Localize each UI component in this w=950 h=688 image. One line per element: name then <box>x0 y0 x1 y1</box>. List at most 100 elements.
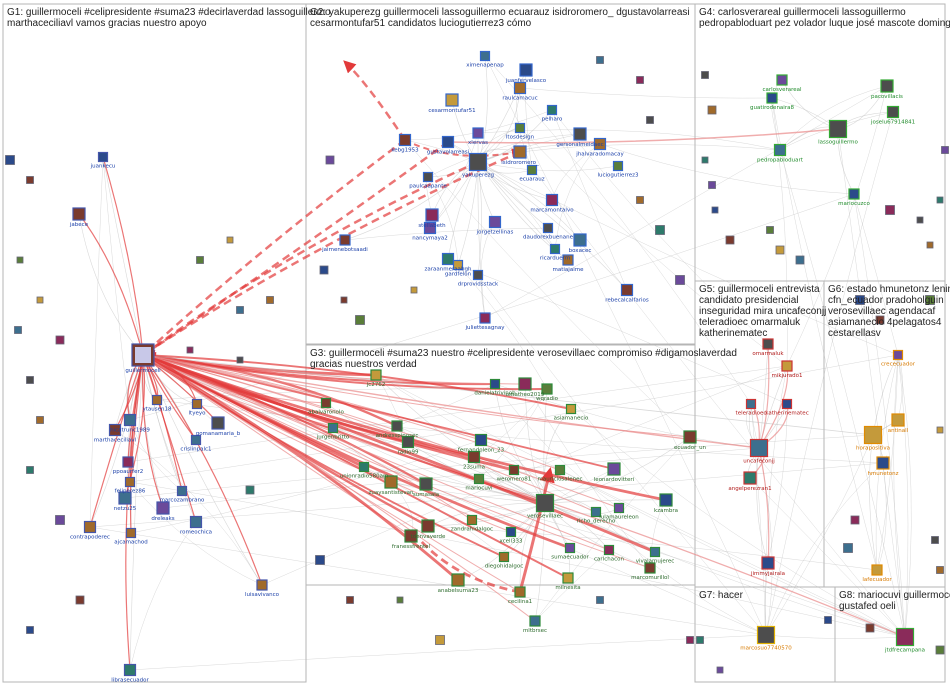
node-g2-27[interactable] <box>472 127 484 139</box>
node-g3-8[interactable] <box>565 403 577 415</box>
node-g2-2[interactable] <box>519 63 533 77</box>
node-g1-1[interactable] <box>72 207 86 221</box>
node-g5-5[interactable] <box>743 471 757 485</box>
node-g3-30[interactable] <box>649 546 661 558</box>
node-g1-0[interactable] <box>97 151 109 163</box>
node-g2-19[interactable] <box>441 252 455 266</box>
node-g3-16[interactable] <box>607 462 621 476</box>
node-minor-6[interactable] <box>26 376 34 384</box>
node-g6-3[interactable] <box>876 456 890 470</box>
node-g2-29[interactable] <box>546 104 558 116</box>
node-g4-2[interactable] <box>773 143 787 157</box>
node-minor-29[interactable] <box>675 275 685 285</box>
node-minor-47[interactable] <box>926 241 934 249</box>
node-g4-5[interactable] <box>886 105 900 119</box>
node-minor-45[interactable] <box>885 205 895 215</box>
node-g3-18[interactable] <box>419 477 433 491</box>
node-minor-39[interactable] <box>708 181 716 189</box>
node-minor-2[interactable] <box>16 256 24 264</box>
node-g1-4[interactable] <box>123 413 137 427</box>
node-minor-41[interactable] <box>725 235 735 245</box>
node-g3-14[interactable] <box>508 464 520 476</box>
node-g2-26[interactable] <box>479 312 491 324</box>
node-g5-0[interactable] <box>762 338 774 350</box>
node-minor-32[interactable] <box>396 596 404 604</box>
node-minor-56[interactable] <box>931 536 939 544</box>
node-g1-12[interactable] <box>176 485 188 497</box>
node-g1-5[interactable] <box>108 423 122 437</box>
node-minor-22[interactable] <box>355 315 365 325</box>
node-minor-51[interactable] <box>875 315 885 325</box>
node-g3-1[interactable] <box>320 397 332 409</box>
node-minor-17[interactable] <box>266 296 274 304</box>
node-g3-3[interactable] <box>518 377 532 391</box>
node-g2-3[interactable] <box>445 93 459 107</box>
node-minor-16[interactable] <box>236 356 244 364</box>
node-g5-2[interactable] <box>745 398 757 410</box>
node-minor-12[interactable] <box>196 256 204 264</box>
node-minor-26[interactable] <box>646 116 654 124</box>
node-g3-7[interactable] <box>401 435 415 449</box>
node-minor-35[interactable] <box>686 636 694 644</box>
node-g3-33[interactable] <box>514 586 526 598</box>
node-g3-24[interactable] <box>659 493 673 507</box>
node-minor-33[interactable] <box>435 635 445 645</box>
node-minor-34[interactable] <box>596 596 604 604</box>
node-minor-25[interactable] <box>636 76 644 84</box>
node-minor-13[interactable] <box>226 236 234 244</box>
node-g1-7[interactable] <box>211 416 225 430</box>
node-g3-15[interactable] <box>554 464 566 476</box>
node-g1-3[interactable] <box>151 394 163 406</box>
node-minor-5[interactable] <box>55 335 65 345</box>
node-minor-62[interactable] <box>935 645 945 655</box>
node-g7-0[interactable] <box>756 625 776 645</box>
node-minor-21[interactable] <box>340 296 348 304</box>
node-g3-0[interactable] <box>370 369 382 381</box>
node-g1-18[interactable] <box>123 663 137 677</box>
node-g1-16[interactable] <box>125 527 137 539</box>
node-g3-6[interactable] <box>391 420 403 432</box>
node-minor-49[interactable] <box>941 146 949 154</box>
node-g3-31[interactable] <box>644 562 656 574</box>
node-g4-0[interactable] <box>766 92 778 104</box>
node-minor-23[interactable] <box>410 286 418 294</box>
node-minor-18[interactable] <box>245 485 255 495</box>
node-minor-36[interactable] <box>701 71 709 79</box>
node-g2-6[interactable] <box>441 135 455 149</box>
node-minor-11[interactable] <box>75 595 85 605</box>
node-g3-10[interactable] <box>358 461 370 473</box>
node-minor-38[interactable] <box>701 156 709 164</box>
node-g3-12[interactable] <box>467 450 481 464</box>
node-g2-17[interactable] <box>542 222 554 234</box>
node-g2-8[interactable] <box>422 171 434 183</box>
node-minor-28[interactable] <box>655 225 665 235</box>
node-minor-10[interactable] <box>26 626 34 634</box>
node-g3-29[interactable] <box>603 544 615 556</box>
node-minor-50[interactable] <box>855 295 865 305</box>
node-g2-4[interactable] <box>468 152 488 172</box>
node-g6-4[interactable] <box>871 564 883 576</box>
node-g6-0[interactable] <box>892 349 904 361</box>
node-g5-3[interactable] <box>781 398 793 410</box>
node-g3-9[interactable] <box>474 433 488 447</box>
node-g6-1[interactable] <box>863 425 883 445</box>
node-g4-6[interactable] <box>776 74 788 86</box>
node-g3-17[interactable] <box>384 475 398 489</box>
node-g3-22[interactable] <box>535 493 555 513</box>
node-g4-3[interactable] <box>848 188 860 200</box>
node-g1-6[interactable] <box>191 398 203 410</box>
node-g3-4[interactable] <box>541 383 553 395</box>
node-g3-25[interactable] <box>404 529 418 543</box>
node-minor-61[interactable] <box>865 623 875 633</box>
node-g3-23[interactable] <box>613 502 625 514</box>
node-g2-23[interactable] <box>549 243 561 255</box>
node-minor-48[interactable] <box>936 196 944 204</box>
node-minor-54[interactable] <box>843 543 853 553</box>
node-minor-3[interactable] <box>36 296 44 304</box>
node-g1-13[interactable] <box>156 501 170 515</box>
node-minor-37[interactable] <box>707 105 717 115</box>
node-g3-21[interactable] <box>466 514 478 526</box>
node-g2-9[interactable] <box>526 164 538 176</box>
node-g2-28[interactable] <box>514 122 526 134</box>
node-minor-9[interactable] <box>55 515 65 525</box>
